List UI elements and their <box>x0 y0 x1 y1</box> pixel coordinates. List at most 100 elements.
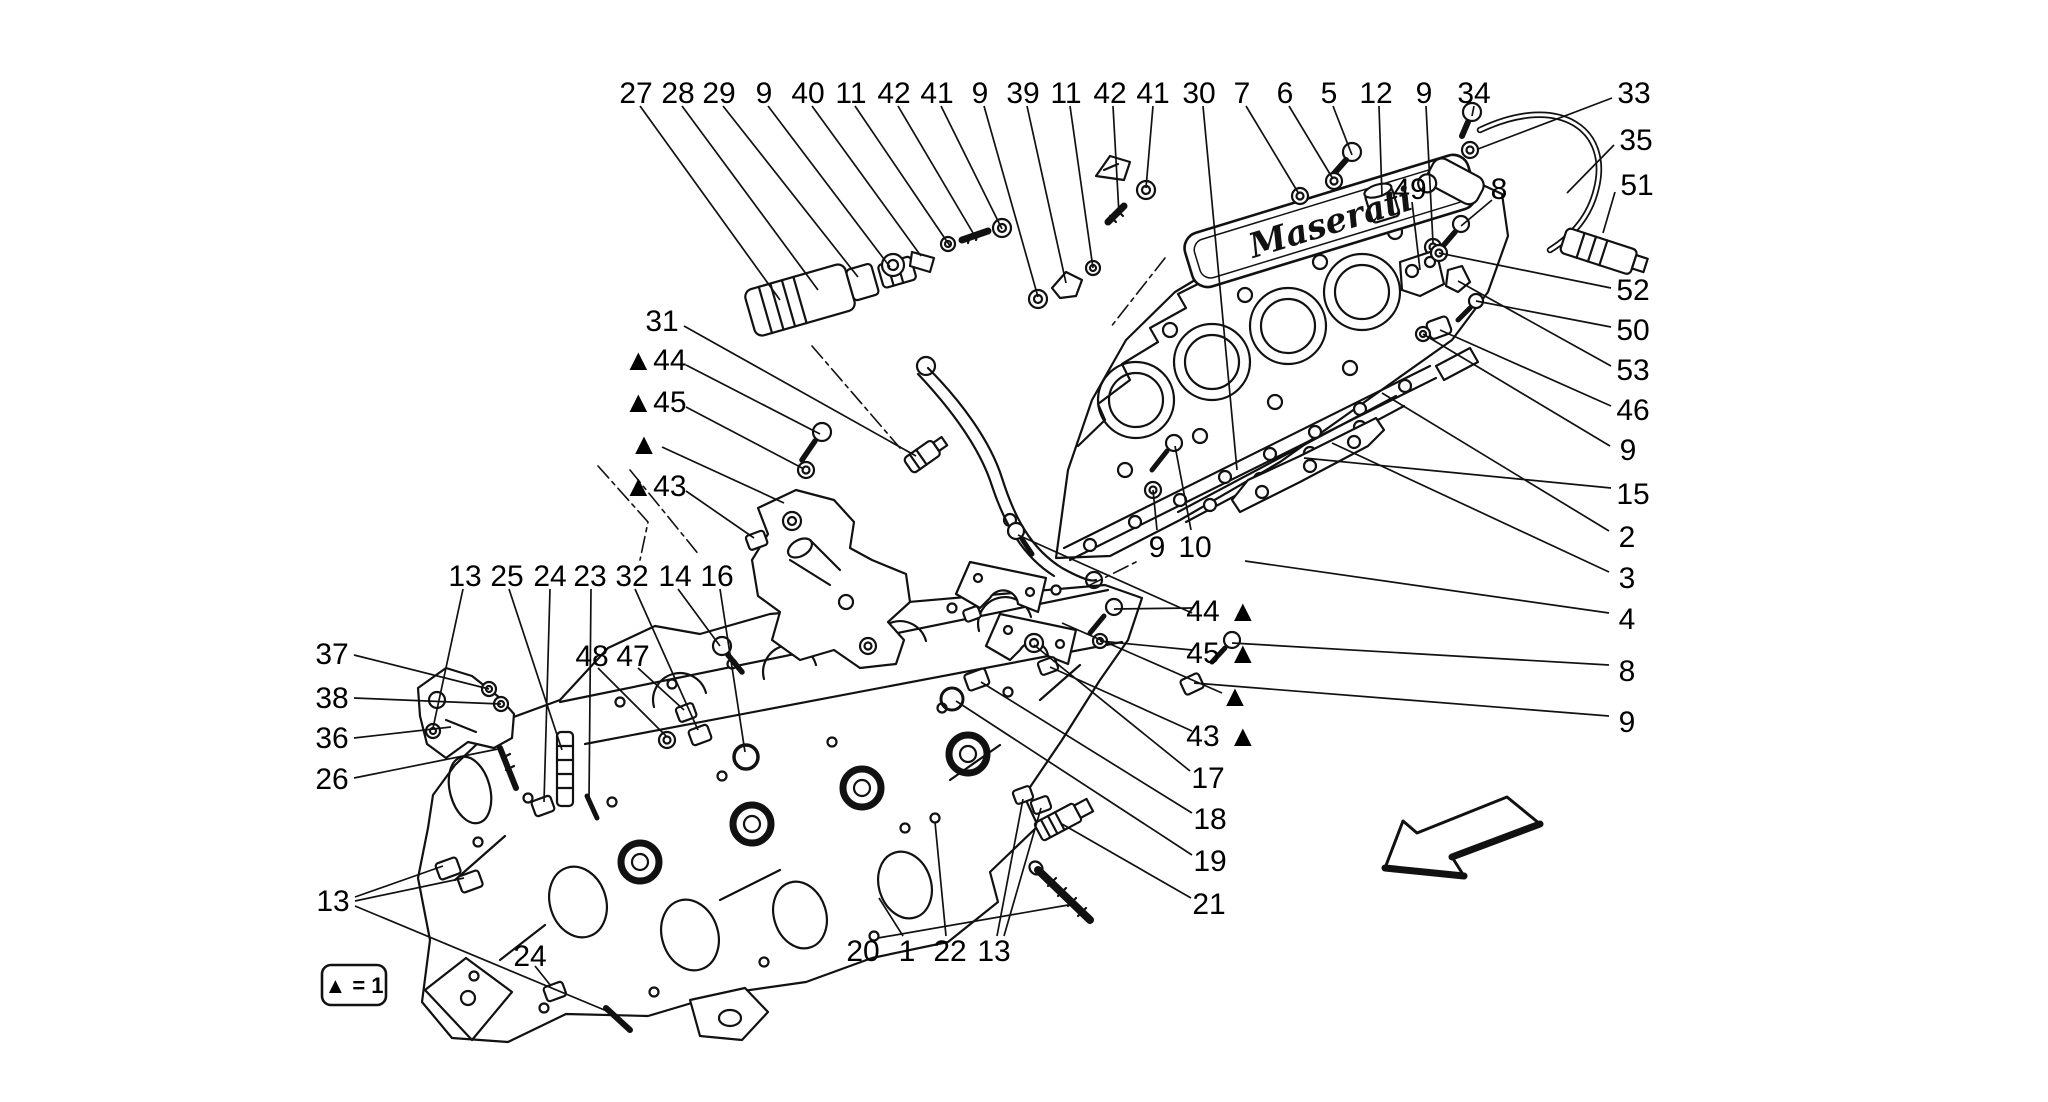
leader-line <box>1425 105 1434 244</box>
part-label-13-64: 13 <box>316 885 349 918</box>
leader-line <box>543 588 551 803</box>
cam-sensor <box>1417 101 1485 206</box>
leader-line <box>597 667 667 737</box>
leader-line <box>1017 534 1193 614</box>
part-label-20-66: 20 <box>846 935 879 968</box>
part-label-16-57: 16 <box>700 560 733 593</box>
part-label-38-61: 38 <box>315 682 348 715</box>
part-label-6-15: 6 <box>1277 77 1294 110</box>
part-label-43-40: ▲43 <box>623 470 686 503</box>
part-label-4-31: 4 <box>1619 603 1636 636</box>
leader-line <box>1026 105 1067 284</box>
part-label-45-44: 45 ▲ <box>1186 637 1257 670</box>
part-label-28-1: 28 <box>661 77 694 110</box>
head-hardware <box>424 433 1184 1033</box>
leader-line <box>1061 823 1192 899</box>
leader-line <box>588 588 592 801</box>
cam-cap-1 <box>954 521 1048 623</box>
part-label-42-11: 42 <box>1093 77 1126 110</box>
leader-line <box>639 105 781 301</box>
leader-line <box>1099 640 1193 651</box>
leader-line <box>1174 445 1192 531</box>
leader-line <box>722 105 859 278</box>
part-label-17-47: 17 <box>1191 762 1224 795</box>
leader-line <box>996 798 1024 937</box>
leader-line <box>1475 300 1612 328</box>
part-label-42-6: 42 <box>877 77 910 110</box>
leader-line <box>983 105 1039 298</box>
leader-line <box>1288 105 1334 180</box>
leader-line <box>353 697 502 705</box>
leader-line <box>1244 560 1610 614</box>
leader-line <box>432 588 464 729</box>
gasket-strip <box>915 355 1104 590</box>
part-label-1-67: 1 <box>899 935 916 968</box>
part-label-11-10: 11 <box>1050 77 1081 110</box>
legend-text: ▲ = 1 <box>324 973 383 998</box>
leader-line <box>1457 280 1612 367</box>
mounting-bracket-left <box>416 666 519 791</box>
leader-line <box>1003 807 1042 937</box>
blade-bracket <box>1230 416 1386 514</box>
leader-line <box>1460 199 1493 227</box>
leader-line <box>1332 105 1353 156</box>
leader-line <box>1331 442 1610 573</box>
part-label-7-14: 7 <box>1234 77 1251 110</box>
part-label-18-48: 18 <box>1193 803 1226 836</box>
leader-line <box>1411 201 1421 271</box>
part-label-48-58: 48 <box>575 640 608 673</box>
leader-line <box>955 700 1193 856</box>
part-label-53-25: 53 <box>1616 354 1649 387</box>
part-label-43-46: 43 ▲ <box>1186 720 1257 753</box>
leader-lines <box>353 97 1616 1015</box>
leader-line <box>1381 392 1610 532</box>
part-label-13-51: 13 <box>448 560 481 593</box>
part-label-19-49: 19 <box>1193 845 1226 878</box>
leader-line <box>878 897 904 937</box>
leader-line <box>685 364 821 435</box>
leader-line <box>1439 329 1612 407</box>
part-label-9-27: 9 <box>1620 434 1637 467</box>
leader-line <box>811 105 922 257</box>
leader-line <box>1477 97 1613 150</box>
leader-line <box>854 105 951 247</box>
part-label-9-3: 9 <box>756 77 773 110</box>
leader-line <box>1152 489 1158 531</box>
part-label-49-34: 49 <box>1393 173 1426 206</box>
timing-bracket-center <box>744 421 949 670</box>
leader-line <box>767 105 891 268</box>
part-label-52-23: 52 <box>1616 274 1649 307</box>
part-label-30-13: 30 <box>1182 77 1215 110</box>
leader-line <box>353 726 452 739</box>
part-label-9-8: 9 <box>972 77 989 110</box>
leader-line <box>661 446 785 504</box>
leader-line <box>897 105 977 239</box>
leader-line <box>1422 333 1611 447</box>
part-label-47-59: 47 <box>616 640 649 673</box>
part-label-14-56: 14 <box>658 560 691 593</box>
cable-connector <box>1559 227 1649 275</box>
part-label-12-17: 12 <box>1359 77 1392 110</box>
leader-line <box>1112 105 1120 215</box>
part-label-32-55: 32 <box>615 560 648 593</box>
leader-line <box>1602 191 1616 234</box>
cylinder-head <box>416 583 1144 1044</box>
part-label-44-43: 44 ▲ <box>1186 595 1257 628</box>
part-label-41-7: 41 <box>920 77 953 110</box>
top-hardware <box>1027 141 1443 310</box>
leader-line <box>354 865 444 898</box>
direction-arrow <box>1381 795 1544 880</box>
part-label-40-4: 40 <box>791 77 824 110</box>
leader-line <box>1378 105 1383 197</box>
part-label-21-50: 21 <box>1192 888 1225 921</box>
leader-line <box>685 490 755 539</box>
part-label-46-26: 46 <box>1616 394 1649 427</box>
leader-line <box>353 748 499 779</box>
leader-line <box>877 903 1075 939</box>
part-label-31-36: 31 <box>645 305 678 338</box>
leader-line <box>1566 144 1615 194</box>
leader-line <box>719 588 746 753</box>
part-label-39-9: 39 <box>1006 77 1039 110</box>
